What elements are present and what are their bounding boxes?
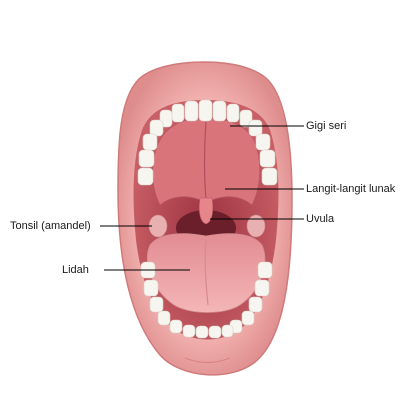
tonsil-right <box>247 215 265 237</box>
label-uvula: Uvula <box>306 213 334 226</box>
label-gigi-seri: Gigi seri <box>306 120 346 133</box>
label-lidah: Lidah <box>62 264 89 277</box>
label-langit-langit-lunak: Langit-langit lunak <box>306 183 395 196</box>
uvula <box>199 198 213 224</box>
label-tonsil: Tonsil (amandel) <box>10 220 91 233</box>
